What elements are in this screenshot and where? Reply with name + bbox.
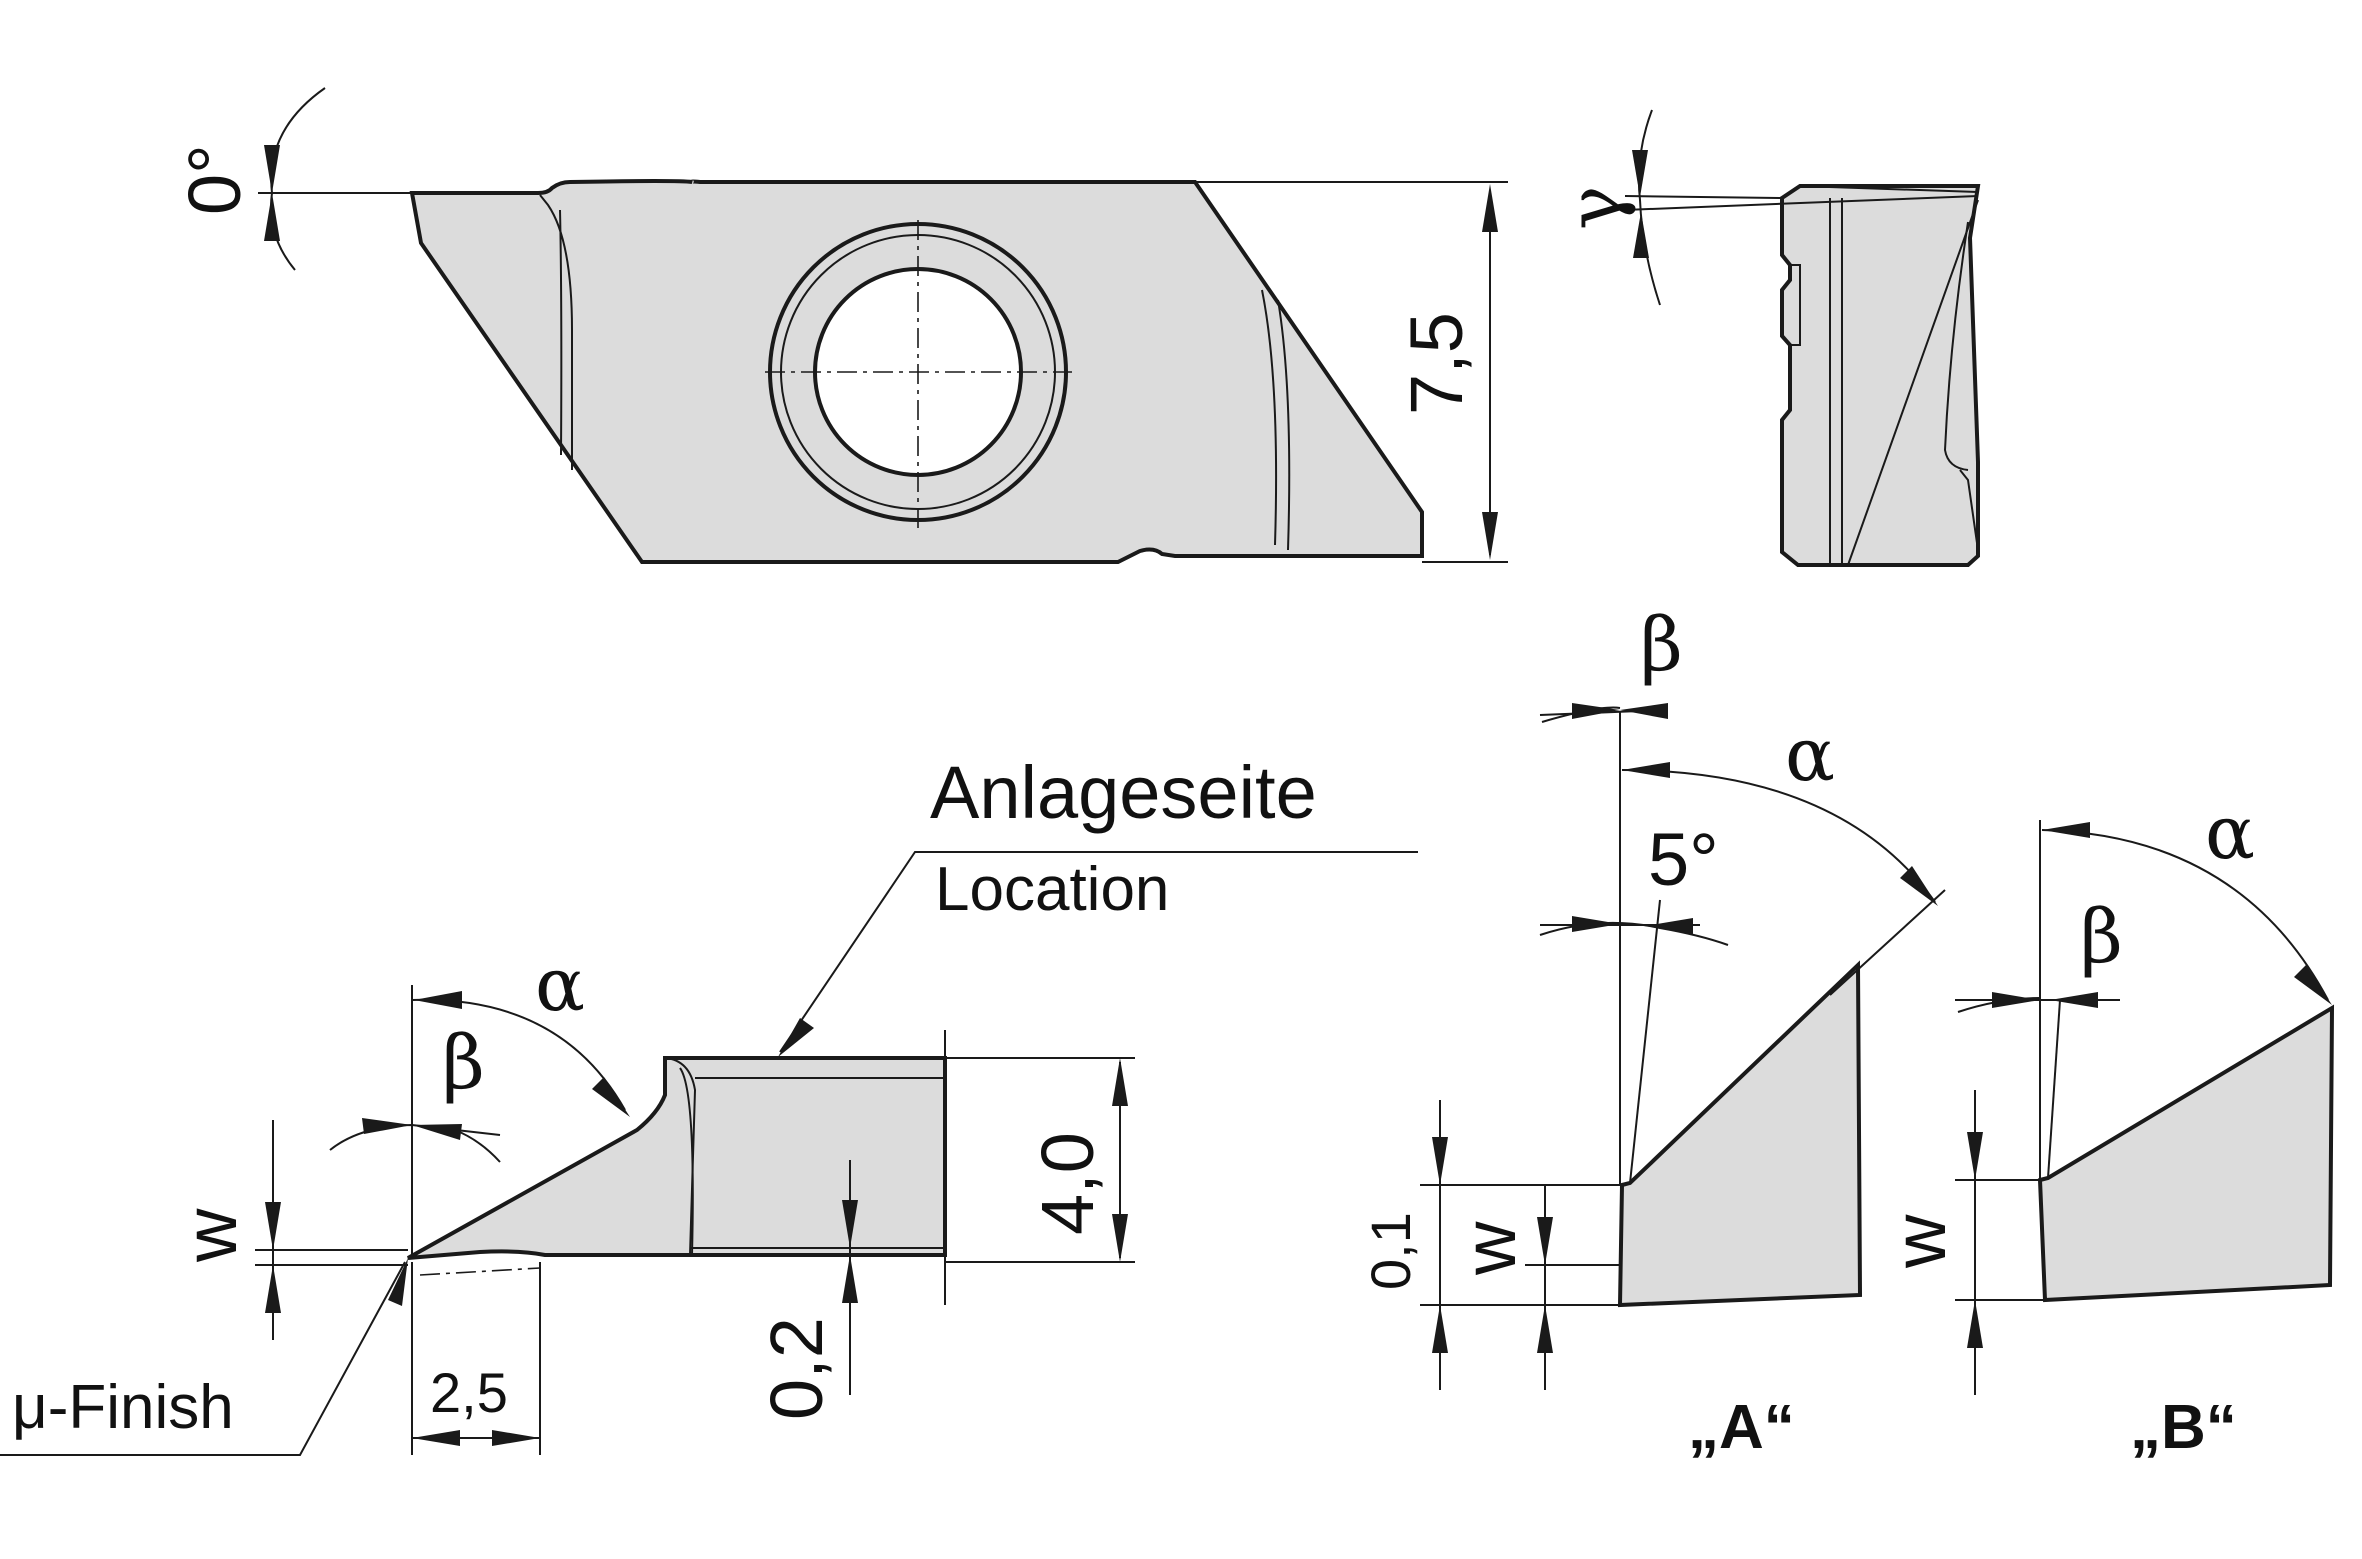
beta-b-label: β (2080, 894, 2123, 980)
insert-side-outline (1780, 184, 1981, 567)
w-b-label: w (1878, 1214, 1961, 1269)
width-top-label: 7,5 (1395, 312, 1478, 415)
detail-b: α β w „B“ (1878, 790, 2335, 1462)
side-view: γ (1552, 109, 1981, 567)
insert-front-outline (407, 1056, 947, 1260)
dim-4-0-label: 4,0 (1026, 1132, 1109, 1235)
chip-groove-right (1261, 289, 1278, 546)
dim-0-2-label: 0,2 (755, 1317, 838, 1420)
detail-b-outline (2037, 1004, 2335, 1303)
five-deg-label: 5° (1648, 818, 1719, 901)
dim-2-5-label: 2,5 (430, 1361, 508, 1424)
angle-zero-label: 0° (173, 144, 256, 215)
variant-b-label: „B“ (2130, 1393, 2237, 1462)
w-a-label: w (1448, 1221, 1531, 1276)
mu-finish-label: μ-Finish (12, 1373, 234, 1442)
detail-a: β α 5° 0,1 w „A“ (1359, 602, 1946, 1462)
w-main-label: w (169, 1208, 252, 1263)
top-view: 0° 7,5 (173, 87, 1508, 564)
dim-0-1-label: 0,1 (1359, 1212, 1422, 1290)
anlageseite-label: Anlageseite (930, 751, 1317, 834)
front-view: α β w μ-Finish 2,5 0,2 (0, 751, 1418, 1456)
beta-main-label: β (442, 1020, 485, 1106)
alpha-b-label: α (2205, 790, 2255, 876)
alpha-main-label: α (535, 942, 585, 1028)
location-label: Location (935, 855, 1169, 924)
gamma-label: γ (1552, 186, 1638, 230)
beta-a-label: β (1640, 602, 1683, 688)
chip-groove-left (539, 194, 573, 470)
detail-a-outline (1617, 960, 1863, 1308)
variant-a-label: „A“ (1688, 1393, 1795, 1462)
alpha-a-label: α (1785, 712, 1835, 798)
